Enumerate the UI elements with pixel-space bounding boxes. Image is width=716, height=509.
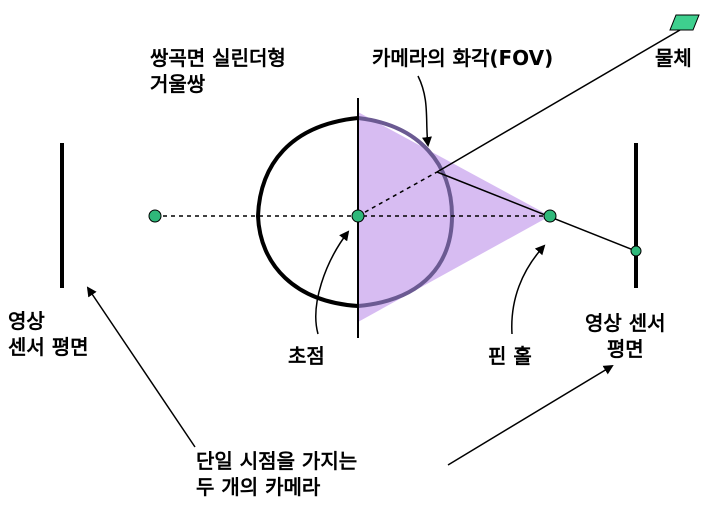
left-sensor-label: 영상 센서 평면 bbox=[8, 309, 89, 359]
object-shape bbox=[669, 14, 700, 31]
caption-arrow-left bbox=[86, 286, 196, 448]
focus-label: 초점 bbox=[288, 344, 325, 368]
caption-arrow-right bbox=[447, 364, 614, 466]
pinhole-label: 핀 홀 bbox=[488, 344, 532, 368]
pinhole-point bbox=[543, 209, 557, 223]
mirror-label: 쌍곡면 실린더형 거울쌍 bbox=[150, 46, 286, 96]
focus-arrow bbox=[315, 230, 350, 335]
mirror-left-half bbox=[255, 116, 359, 308]
object-label: 물체 bbox=[655, 46, 692, 70]
fov-label: 카메라의 화각(FOV) bbox=[372, 46, 554, 70]
dashed-ray bbox=[357, 171, 438, 217]
reflected-ray bbox=[436, 171, 637, 252]
incoming-ray bbox=[436, 29, 681, 173]
caption-label: 단일 시점을 가지는 두 개의 카메라 bbox=[196, 449, 358, 499]
right-sensor-label: 영상 센서 평면 bbox=[585, 311, 666, 361]
left-focus-point bbox=[148, 209, 162, 223]
fov-arrow bbox=[417, 75, 432, 147]
sensor-hit-point bbox=[630, 245, 642, 257]
pinhole-arrow bbox=[511, 244, 546, 335]
fov-cone bbox=[358, 112, 550, 322]
focus-point bbox=[351, 209, 365, 223]
